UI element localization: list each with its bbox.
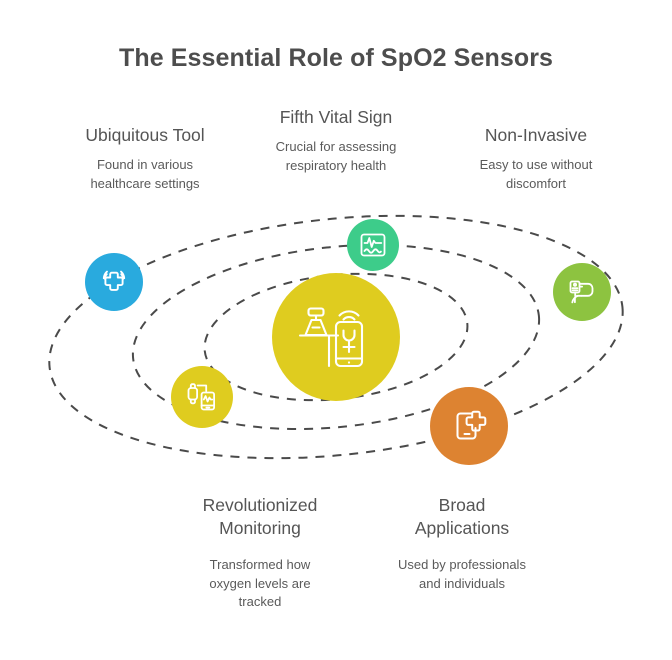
node-non-invasive[interactable] [553,263,611,321]
orbit-ring-middle [131,243,541,431]
medical-cross-signal-icon [102,270,126,291]
node-broad-applications[interactable] [430,387,508,465]
page-title: The Essential Role of SpO2 Sensors [118,44,554,72]
node-center-spo2-sensor[interactable] [272,273,400,401]
label-sub-line: respiratory health [285,157,387,173]
label-sub-revolutionized: Transformed how oxygen levels are tracke… [146,556,374,611]
label-sub-broad: Used by professionals and individuals [348,556,576,593]
label-ubiquitous-tool: Ubiquitous Tool Found in various healthc… [38,124,252,193]
phone-medical-cross-icon [456,410,487,440]
node-fifth-vital-sign[interactable] [347,219,399,271]
label-sub-line: oxygen levels are [209,575,311,591]
ecg-monitor-icon [360,233,386,257]
finger-pulse-oximeter-icon [569,280,594,304]
label-sub-line: and individuals [418,575,505,591]
smartwatch-phone-waveform-icon [187,383,216,411]
label-heading-line: Applications [414,518,510,539]
label-heading-line: Revolutionized [202,495,318,515]
orbit-ring-outer [48,214,624,460]
label-sub-line: Used by professionals [398,557,526,573]
label-heading-broad: Broad Applications [348,494,576,540]
label-sub-line: Easy to use without [479,157,593,173]
label-sub-fifth-vital: Crucial for assessing respiratory health [228,138,444,175]
label-sub-line: healthcare settings [90,175,200,191]
label-heading-non-invasive: Non-Invasive [484,125,588,145]
node-ubiquitous-tool[interactable] [85,253,143,311]
label-sub-line: discomfort [506,175,566,191]
label-heading-ubiquitous: Ubiquitous Tool [85,125,205,145]
label-sub-ubiquitous: Found in various healthcare settings [38,156,252,193]
label-fifth-vital-sign: Fifth Vital Sign Crucial for assessing r… [228,106,444,175]
label-sub-line: tracked [238,594,282,610]
node-revolutionized-monitoring[interactable] [171,366,233,428]
spo2-sensor-phone-icon [298,307,364,368]
label-sub-non-invasive: Easy to use without discomfort [430,156,642,193]
label-heading-fifth-vital: Fifth Vital Sign [279,107,393,127]
label-heading-line: Monitoring [219,518,301,539]
label-heading-line: Broad [438,495,486,515]
label-revolutionized-monitoring: Revolutionized Monitoring Transformed ho… [146,494,374,612]
label-non-invasive: Non-Invasive Easy to use without discomf… [430,124,642,193]
label-broad-applications: Broad Applications Used by professionals… [348,494,576,593]
label-heading-revolutionized: Revolutionized Monitoring [146,494,374,540]
label-sub-line: Crucial for assessing [275,139,397,155]
label-sub-line: Transformed how [209,557,311,573]
label-sub-line: Found in various [96,157,194,173]
